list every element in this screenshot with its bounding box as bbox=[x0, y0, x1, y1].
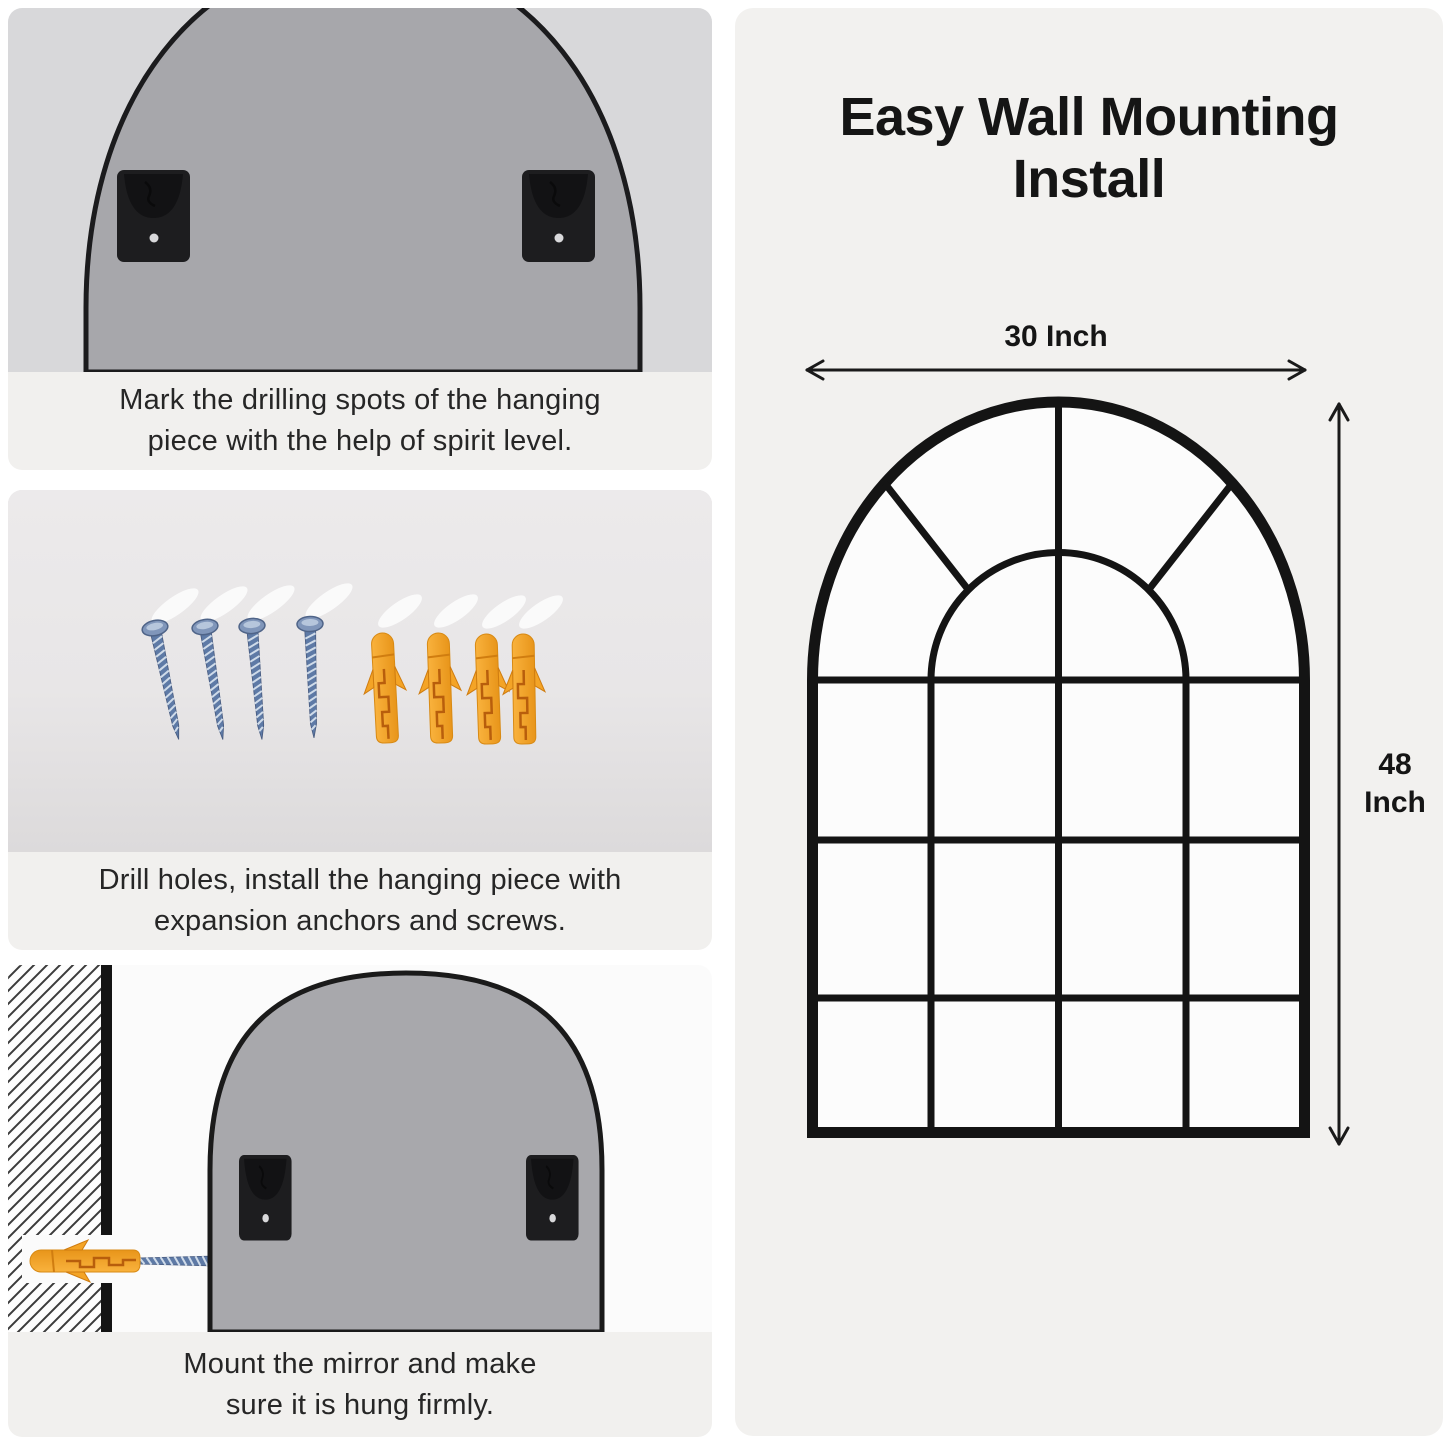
height-arrow-icon bbox=[1328, 402, 1350, 1146]
mirror-back-panel bbox=[207, 970, 605, 1332]
hanging-bracket-right bbox=[524, 1153, 580, 1242]
page-title-line1: Easy Wall Mounting bbox=[839, 87, 1339, 147]
step-card-drill-holes: Drill holes, install the hanging piece w… bbox=[8, 490, 712, 950]
step2-caption-line2: expansion anchors and screws. bbox=[153, 905, 567, 937]
step-card-mark-spots: Mark the drilling spots of the hanging p… bbox=[8, 8, 712, 470]
arched-window-mirror bbox=[807, 396, 1310, 1138]
inner-arch-mullion bbox=[927, 549, 1190, 681]
width-arrow-icon bbox=[805, 359, 1307, 381]
hardware-illustration bbox=[8, 490, 712, 852]
mirror-back-photo bbox=[8, 8, 712, 372]
step1-caption-line2: piece with the help of spirit level. bbox=[147, 425, 573, 457]
light-reflections bbox=[151, 583, 563, 629]
height-dimension-label: 48 Inch bbox=[1353, 746, 1437, 822]
dimensions-panel: Easy Wall Mounting Install 30 Inch bbox=[735, 8, 1443, 1436]
dimension-arrows bbox=[805, 359, 1350, 1146]
page-title: Easy Wall Mounting Install bbox=[735, 86, 1443, 210]
wall-surface-upper bbox=[101, 965, 112, 1235]
step3-caption: Mount the mirror and make sure it is hun… bbox=[8, 1332, 712, 1437]
height-value: 48 bbox=[1378, 748, 1412, 781]
fan-spoke-right bbox=[1145, 481, 1235, 593]
height-unit: Inch bbox=[1364, 786, 1426, 819]
mirror-back-panel bbox=[83, 8, 643, 372]
step3-caption-line1: Mount the mirror and make bbox=[183, 1347, 537, 1380]
page-title-line2: Install bbox=[1012, 149, 1166, 209]
mirror-back-illustration bbox=[83, 8, 643, 372]
step3-caption-line2: sure it is hung firmly. bbox=[225, 1388, 495, 1421]
fan-spoke-left bbox=[882, 481, 972, 593]
step1-caption-line1: Mark the drilling spots of the hanging bbox=[119, 384, 601, 416]
hardware-photo bbox=[8, 490, 712, 852]
mounting-photo bbox=[8, 965, 712, 1332]
step2-caption-line1: Drill holes, install the hanging piece w… bbox=[98, 864, 622, 896]
arched-mirror-drawing bbox=[807, 396, 1310, 1138]
mirror-grid-mullions bbox=[812, 402, 1305, 1132]
step1-caption: Mark the drilling spots of the hanging p… bbox=[8, 372, 712, 470]
hanging-bracket-right bbox=[520, 168, 597, 264]
hanging-bracket-left bbox=[237, 1153, 293, 1242]
wall-surface-lower bbox=[101, 1283, 112, 1332]
step2-caption: Drill holes, install the hanging piece w… bbox=[8, 852, 712, 950]
width-dimension-label: 30 Inch bbox=[1004, 320, 1108, 353]
step-card-mount-mirror: Mount the mirror and make sure it is hun… bbox=[8, 965, 712, 1437]
photo-background bbox=[8, 490, 712, 852]
hanging-bracket-left bbox=[115, 168, 192, 264]
mounting-illustration bbox=[8, 965, 605, 1332]
